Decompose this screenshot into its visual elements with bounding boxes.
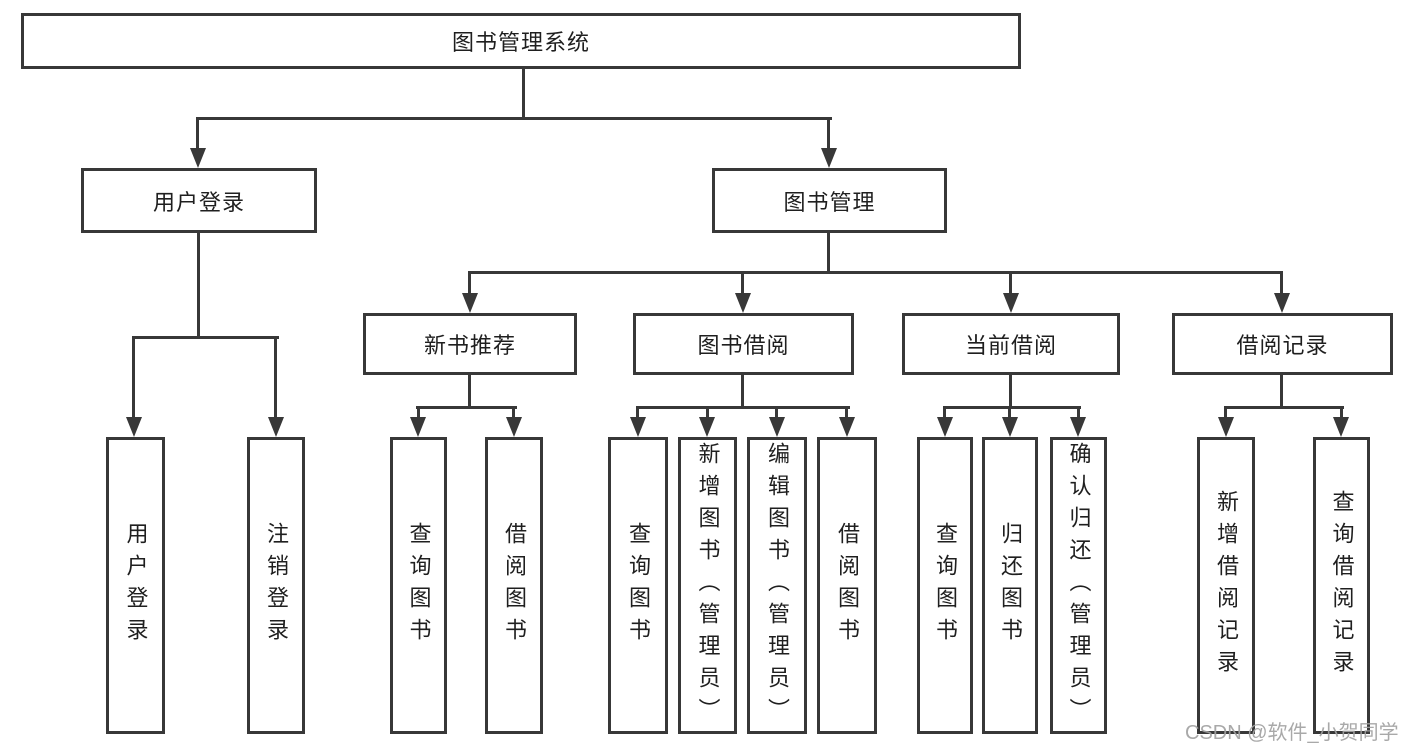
arrow-down-icon bbox=[410, 417, 426, 437]
node-leaf-borrow-books-recommend-label: 借阅图书 bbox=[502, 521, 527, 650]
node-book-management-label: 图书管理 bbox=[783, 189, 876, 215]
connector-leaf-shaft bbox=[845, 406, 848, 419]
arrow-down-icon bbox=[1070, 417, 1086, 437]
connector-user-login-shaft bbox=[196, 117, 199, 150]
connector-recommend-stub bbox=[468, 375, 471, 408]
arrow-down-icon bbox=[839, 417, 855, 437]
node-book-management: 图书管理 bbox=[712, 168, 947, 233]
connector-book-borrow-branch bbox=[636, 406, 850, 409]
connector-book-management-stub bbox=[827, 233, 830, 274]
connector-current-borrow-stub bbox=[1009, 375, 1012, 408]
arrow-down-icon bbox=[190, 148, 206, 168]
node-leaf-add-borrow-record-label: 新增借阅记录 bbox=[1214, 489, 1239, 682]
node-library-system-label: 图书管理系统 bbox=[451, 30, 590, 55]
connector-leaf-shaft bbox=[1224, 406, 1227, 419]
node-current-borrow: 当前借阅 bbox=[902, 313, 1120, 375]
arrow-down-icon bbox=[937, 417, 953, 437]
node-leaf-add-borrow-record: 新增借阅记录 bbox=[1197, 437, 1255, 734]
arrow-down-icon bbox=[735, 293, 751, 313]
node-leaf-query-books-current-label: 查询图书 bbox=[933, 521, 958, 650]
node-leaf-query-books-recommend: 查询图书 bbox=[390, 437, 447, 734]
node-leaf-add-books-admin-label: 新增图书（管理员） bbox=[695, 441, 721, 730]
node-leaf-edit-books-admin: 编辑图书（管理员） bbox=[747, 437, 807, 734]
node-book-borrow-label: 图书借阅 bbox=[697, 333, 790, 358]
node-new-book-recommend: 新书推荐 bbox=[363, 313, 577, 375]
node-leaf-return-books: 归还图书 bbox=[982, 437, 1038, 734]
connector-current-borrow-branch bbox=[943, 406, 1081, 409]
connector-level3-shaft bbox=[741, 271, 744, 295]
node-book-borrow: 图书借阅 bbox=[633, 313, 854, 375]
connector-leaf-shaft bbox=[943, 406, 946, 419]
node-leaf-query-books-borrow: 查询图书 bbox=[608, 437, 668, 734]
connector-leaf-shaft bbox=[775, 406, 778, 419]
connector-borrow-records-branch bbox=[1224, 406, 1344, 409]
arrow-down-icon bbox=[1003, 293, 1019, 313]
node-leaf-logout: 注销登录 bbox=[247, 437, 305, 734]
node-library-system: 图书管理系统 bbox=[21, 13, 1021, 69]
node-leaf-query-borrow-record-label: 查询借阅记录 bbox=[1329, 489, 1355, 682]
arrow-down-icon bbox=[699, 417, 715, 437]
node-borrow-records-label: 借阅记录 bbox=[1236, 333, 1329, 358]
connector-level3-branch bbox=[468, 271, 1283, 274]
arrow-down-icon bbox=[1218, 417, 1234, 437]
arrow-down-icon bbox=[630, 417, 646, 437]
connector-book-management-shaft bbox=[827, 117, 830, 150]
arrow-down-icon bbox=[1333, 417, 1349, 437]
connector-leaf-shaft bbox=[417, 406, 420, 419]
node-leaf-borrow-books-recommend: 借阅图书 bbox=[485, 437, 543, 734]
node-leaf-confirm-return-admin: 确认归还（管理员） bbox=[1050, 437, 1107, 734]
connector-level2-branch bbox=[196, 117, 832, 120]
node-leaf-return-books-label: 归还图书 bbox=[998, 521, 1023, 650]
arrow-down-icon bbox=[268, 417, 284, 437]
node-leaf-borrow-books-label: 借阅图书 bbox=[835, 521, 860, 650]
node-user-login-label: 用户登录 bbox=[152, 189, 245, 215]
node-leaf-query-books-recommend-label: 查询图书 bbox=[406, 521, 432, 650]
connector-borrow-records-stub bbox=[1280, 375, 1283, 408]
node-leaf-query-books-borrow-label: 查询图书 bbox=[626, 521, 651, 650]
node-leaf-logout-label: 注销登录 bbox=[264, 521, 289, 650]
arrow-down-icon bbox=[126, 417, 142, 437]
connector-leaf-shaft bbox=[512, 406, 515, 419]
node-leaf-borrow-books: 借阅图书 bbox=[817, 437, 877, 734]
node-leaf-confirm-return-admin-label: 确认归还（管理员） bbox=[1066, 441, 1092, 730]
arrow-down-icon bbox=[462, 293, 478, 313]
node-user-login: 用户登录 bbox=[81, 168, 317, 233]
arrow-down-icon bbox=[1002, 417, 1018, 437]
connector-leaf-shaft bbox=[636, 406, 639, 419]
connector-leaf-shaft bbox=[1077, 406, 1080, 419]
connector-recommend-branch bbox=[416, 406, 517, 409]
connector-level3-shaft bbox=[1280, 271, 1283, 295]
connector-user-login-branch bbox=[132, 336, 279, 339]
arrow-down-icon bbox=[506, 417, 522, 437]
connector-level3-shaft bbox=[1009, 271, 1012, 295]
arrow-down-icon bbox=[1274, 293, 1290, 313]
node-current-borrow-label: 当前借阅 bbox=[964, 333, 1057, 358]
node-leaf-query-books-current: 查询图书 bbox=[917, 437, 973, 734]
node-leaf-user-login-label: 用户登录 bbox=[123, 521, 149, 650]
connector-leaf-shaft bbox=[274, 336, 277, 419]
connector-root-stub bbox=[522, 69, 525, 120]
node-new-book-recommend-label: 新书推荐 bbox=[423, 333, 516, 358]
connector-user-login-stub bbox=[197, 232, 200, 339]
node-leaf-query-borrow-record: 查询借阅记录 bbox=[1313, 437, 1370, 734]
node-borrow-records: 借阅记录 bbox=[1172, 313, 1393, 375]
arrow-down-icon bbox=[821, 148, 837, 168]
node-leaf-edit-books-admin-label: 编辑图书（管理员） bbox=[765, 441, 790, 730]
connector-leaf-shaft bbox=[1008, 406, 1011, 419]
connector-leaf-shaft bbox=[1340, 406, 1343, 419]
node-leaf-add-books-admin: 新增图书（管理员） bbox=[678, 437, 737, 734]
arrow-down-icon bbox=[769, 417, 785, 437]
connector-book-borrow-stub bbox=[741, 375, 744, 408]
node-leaf-user-login: 用户登录 bbox=[106, 437, 165, 734]
csdn-watermark: CSDN @软件_小贺同学 bbox=[1185, 722, 1399, 744]
connector-level3-shaft bbox=[468, 271, 471, 295]
connector-leaf-shaft bbox=[706, 406, 709, 419]
connector-leaf-shaft bbox=[132, 336, 135, 419]
